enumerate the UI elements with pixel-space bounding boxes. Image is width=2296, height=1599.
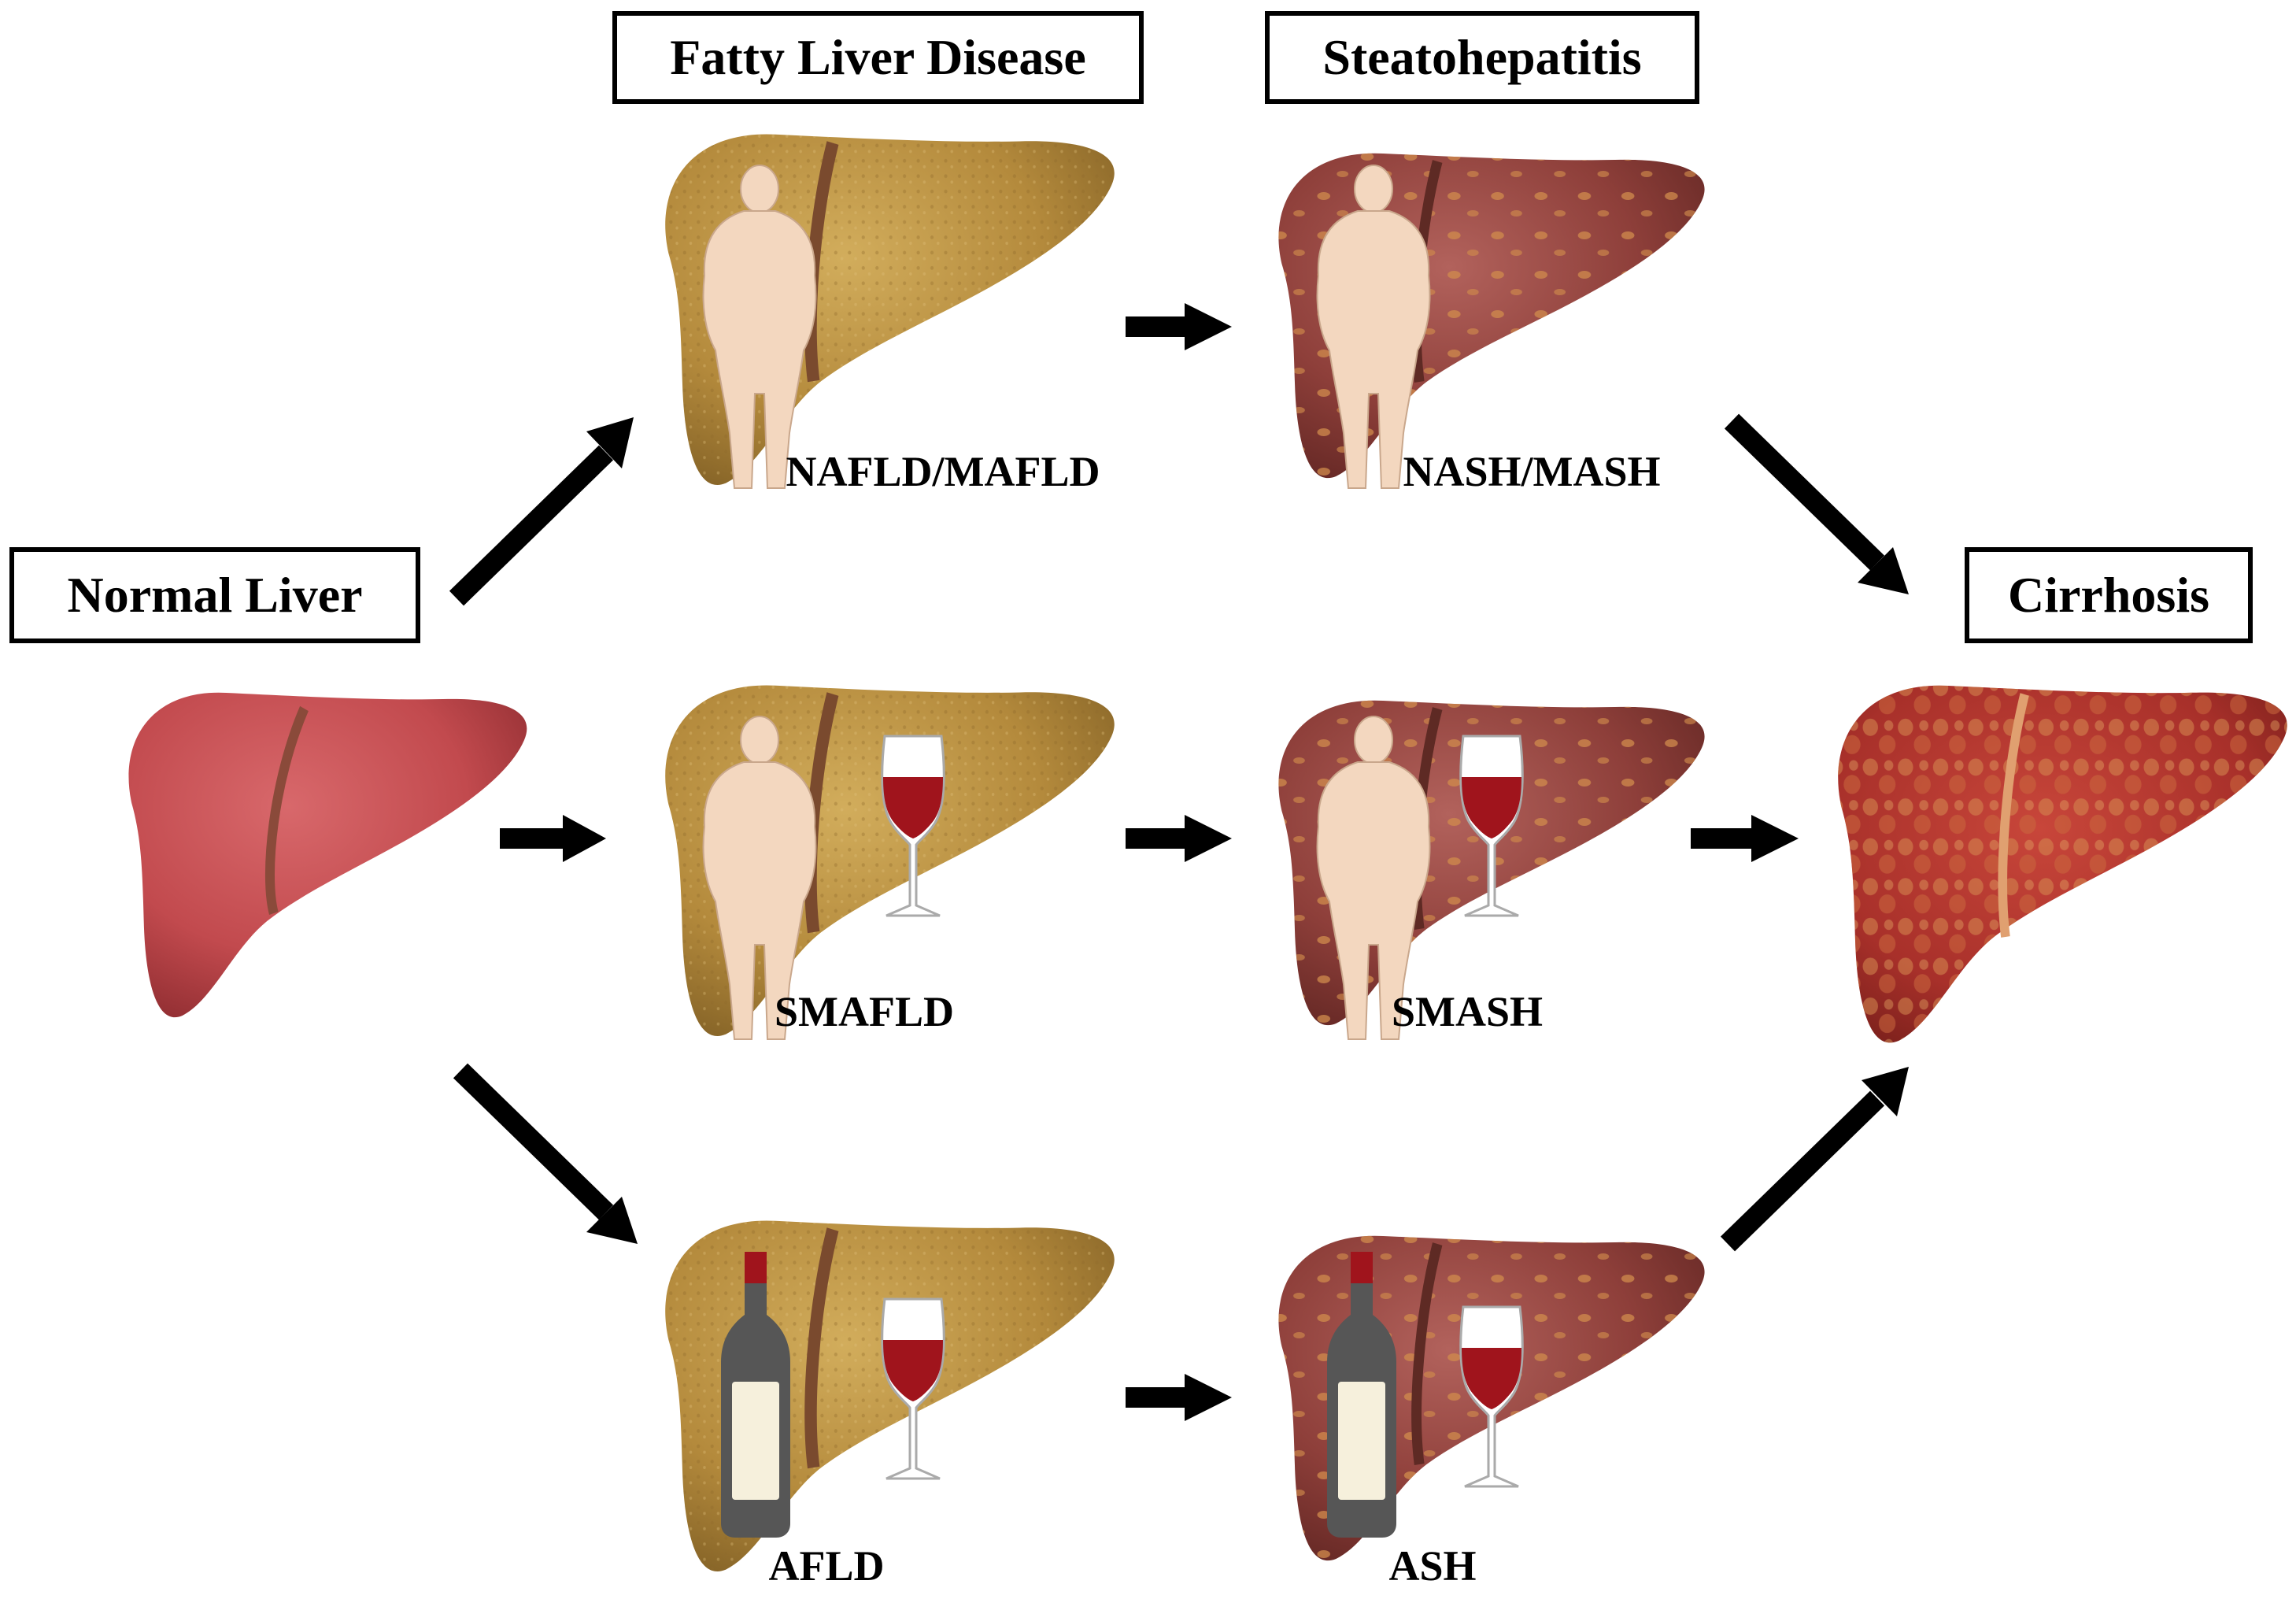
smash-label: SMASH: [1391, 988, 1544, 1035]
arrow-nash-to-cirrhosis: [1724, 413, 1909, 594]
arrow-smash-to-cirrhosis: [1691, 815, 1799, 862]
normal-liver-image: [128, 692, 527, 1018]
arrow-nafld-to-nash: [1126, 303, 1232, 350]
nash-label: NASH/MASH: [1403, 448, 1661, 495]
nafld-label: NAFLD/MAFLD: [786, 448, 1100, 495]
arrow-afld-to-ash: [1126, 1374, 1232, 1421]
arrow-normal-to-smafld: [500, 815, 606, 862]
arrow-ash-to-cirrhosis: [1720, 1067, 1909, 1252]
cirrhosis-header: Cirrhosis: [1965, 547, 2253, 643]
afld-liver-image: [665, 1220, 1115, 1571]
ash-liver-image: [1278, 1235, 1705, 1561]
steatohepatitis-header: Steatohepatitis: [1265, 11, 1699, 104]
arrow-normal-to-nafld: [449, 417, 634, 606]
normal-liver-header: Normal Liver: [9, 547, 420, 643]
afld-label: AFLD: [768, 1542, 885, 1590]
fatty-liver-disease-header: Fatty Liver Disease: [612, 11, 1144, 104]
arrow-normal-to-afld: [453, 1063, 638, 1244]
arrow-smafld-to-smash: [1126, 815, 1232, 862]
smafld-label: SMAFLD: [775, 988, 954, 1035]
ash-label: ASH: [1388, 1542, 1477, 1590]
cirrhosis-liver-image: [1838, 685, 2287, 1043]
